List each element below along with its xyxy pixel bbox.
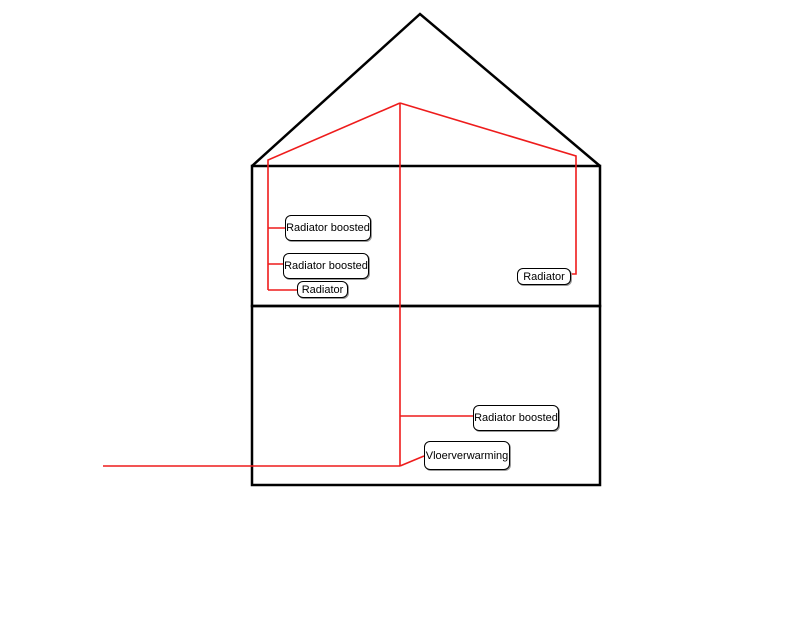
roof — [251, 12, 601, 167]
right-roof-pipe — [399, 102, 577, 275]
radiator-boosted-label: Radiator boosted — [285, 215, 371, 241]
radiator-label: Radiator — [517, 268, 571, 285]
branch-floor-heating — [399, 455, 425, 467]
house-outline — [250, 12, 602, 487]
radiator-boosted-label: Radiator boosted — [283, 253, 369, 279]
left-roof-pipe — [267, 102, 401, 290]
heating-pipes — [103, 102, 577, 467]
radiator-boosted-label: Radiator boosted — [473, 405, 559, 431]
radiator-label: Radiator — [297, 281, 348, 298]
floor-heating-label: Vloerverwarming — [424, 441, 510, 470]
ground-floor — [250, 304, 602, 487]
